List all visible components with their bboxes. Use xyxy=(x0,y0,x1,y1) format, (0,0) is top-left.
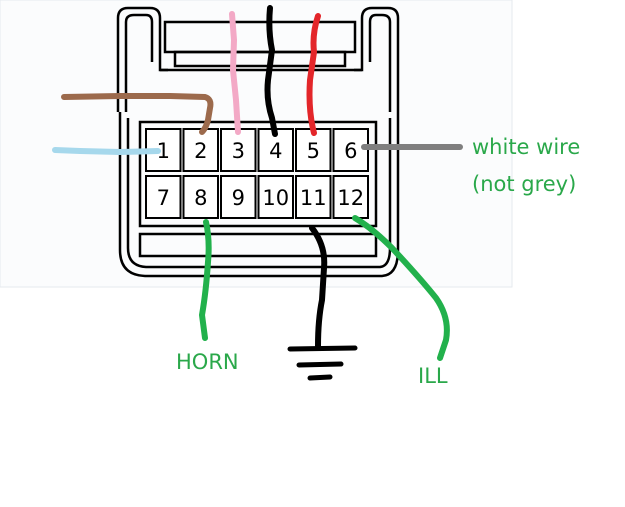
wire-pin8-green xyxy=(199,219,212,341)
pin-number: 8 xyxy=(194,186,207,210)
ground-symbol-icon xyxy=(287,345,358,381)
wire-pin4-black xyxy=(264,5,278,137)
pin-number: 5 xyxy=(307,139,320,163)
pin-cell xyxy=(332,175,369,219)
pin-number: 2 xyxy=(194,139,207,163)
pin-number: 10 xyxy=(262,186,289,210)
wire-pin11-black-ground xyxy=(309,225,328,349)
white-wire-label-line1: white wire xyxy=(472,135,580,159)
ill-label: ILL xyxy=(418,364,448,388)
pin-cell xyxy=(182,175,219,219)
wire-pin12-green xyxy=(352,215,450,361)
pin-number: 1 xyxy=(157,139,170,163)
pin-cell xyxy=(220,128,257,172)
pin-number: 11 xyxy=(300,186,327,210)
pin-number: 12 xyxy=(337,186,364,210)
pin-cell xyxy=(182,128,219,172)
connector-housing xyxy=(116,6,400,278)
pin-cell xyxy=(220,175,257,219)
pin-number: 4 xyxy=(269,139,282,163)
pin-cell xyxy=(145,175,182,219)
white-wire-label-line2: (not grey) xyxy=(472,172,576,196)
wires xyxy=(52,5,463,361)
pin-number: 9 xyxy=(232,186,245,210)
wire-pin3-pink xyxy=(229,11,241,135)
pin-number: 7 xyxy=(157,186,170,210)
wire-pin5-red xyxy=(306,13,321,136)
pin-number: 6 xyxy=(344,139,357,163)
pin-cell xyxy=(295,128,332,172)
pin-cell xyxy=(257,175,294,219)
horn-label: HORN xyxy=(176,350,239,374)
pin-number: 3 xyxy=(232,139,245,163)
wire-pin2-brown xyxy=(61,93,214,135)
wire-pin1-light-blue xyxy=(52,147,161,155)
pin-cell xyxy=(295,175,332,219)
